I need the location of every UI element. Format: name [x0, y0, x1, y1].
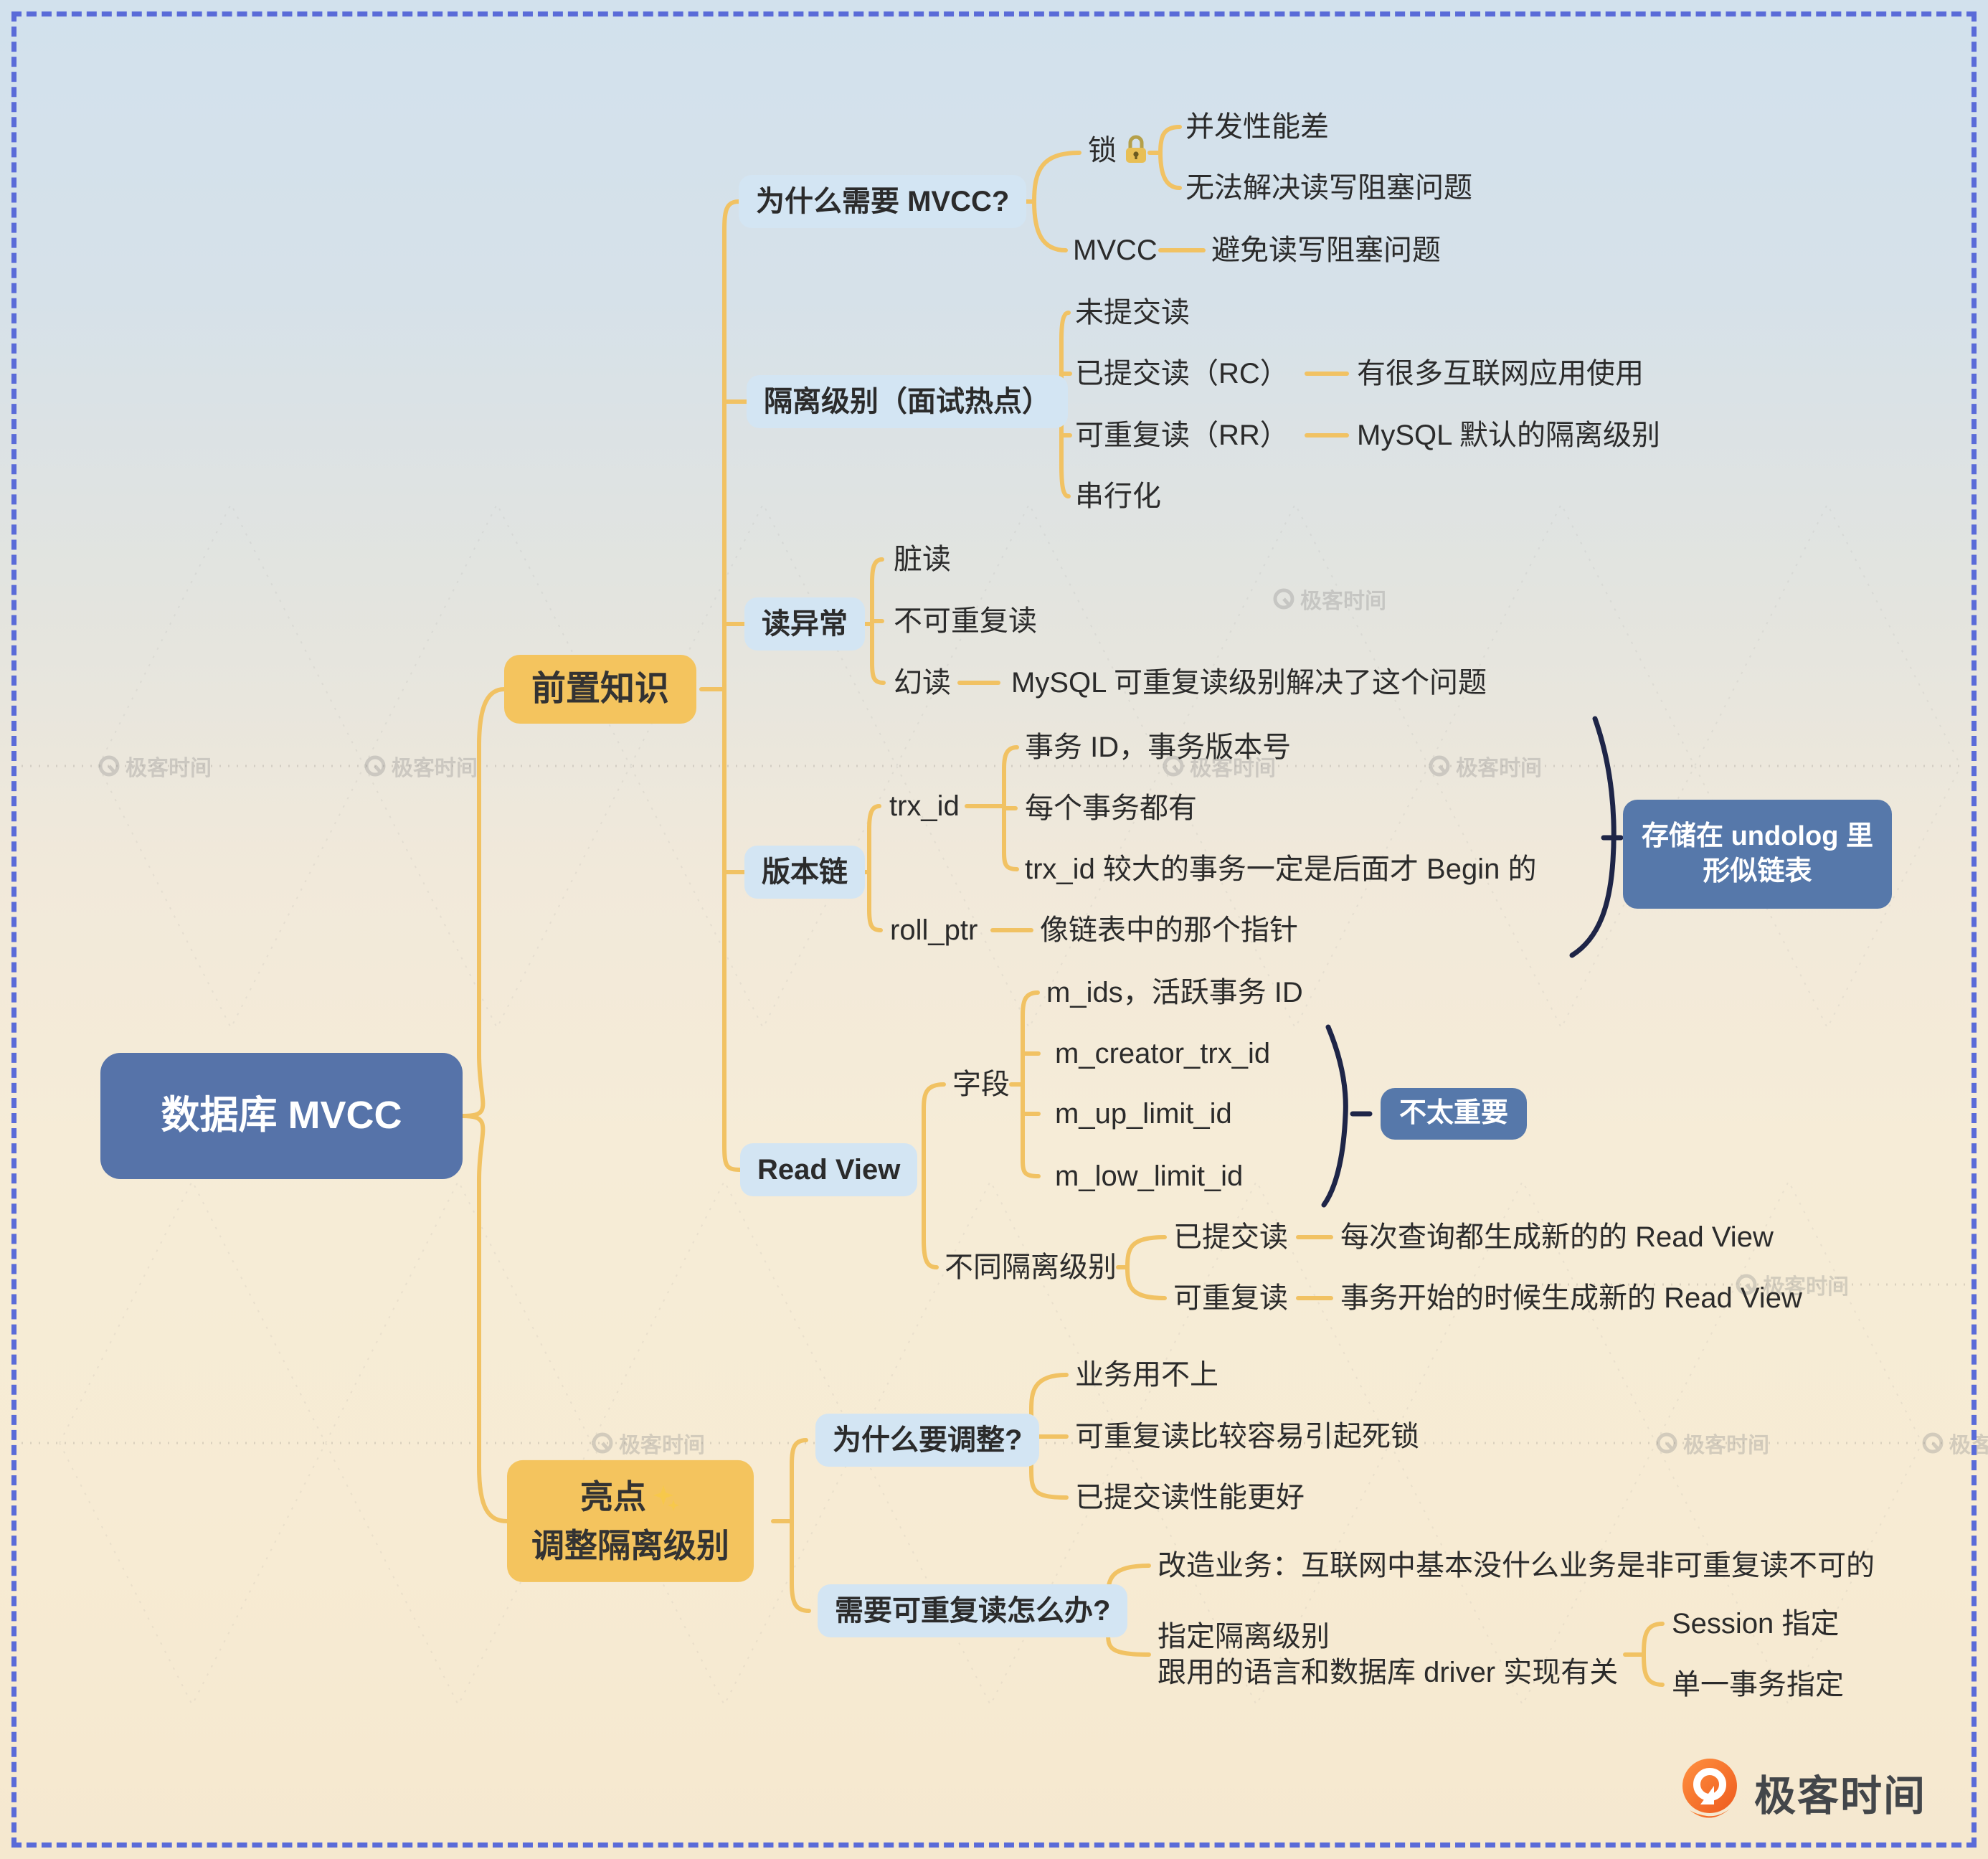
node-rc-readview[interactable]: 已提交读 — [1173, 1221, 1288, 1253]
watermark: 极客时间 — [1656, 1427, 1769, 1459]
note-not-important[interactable]: 不太重要 — [1381, 1088, 1527, 1140]
watermark: 极客时间 — [1429, 750, 1542, 782]
node-roll-ptr[interactable]: roll_ptr — [890, 914, 978, 946]
node-m-low-limit-id[interactable]: m_low_limit_id — [1055, 1160, 1244, 1192]
watermark: 极客时间 — [98, 750, 212, 782]
node-trx-note-3[interactable]: trx_id 较大的事务一定是后面才 Begin 的 — [1025, 853, 1537, 885]
node-lock[interactable]: 锁 — [1088, 133, 1150, 173]
node-single-transaction-specify[interactable]: 单一事务指定 — [1672, 1669, 1844, 1700]
node-trx-note-2[interactable]: 每个事务都有 — [1025, 793, 1197, 824]
node-non-repeatable-read[interactable]: 不可重复读 — [894, 605, 1037, 637]
node-m-ids[interactable]: m_ids，活跃事务 ID — [1046, 977, 1303, 1008]
branch-prerequisite-knowledge[interactable]: 前置知识 — [504, 655, 697, 724]
node-trx-id[interactable]: trx_id — [889, 790, 960, 822]
node-read-view[interactable]: Read View — [740, 1143, 918, 1196]
node-dirty-read[interactable]: 脏读 — [894, 544, 951, 575]
note-stored-in-undolog[interactable]: 存储在 undolog 里 形似链表 — [1623, 800, 1892, 909]
node-rr-readview-note[interactable]: 事务开始的时候生成新的 Read View — [1340, 1282, 1802, 1314]
node-read-uncommitted[interactable]: 未提交读 — [1075, 297, 1190, 328]
watermark: 极客时间 — [1922, 1427, 1988, 1459]
node-need-repeatable-read[interactable]: 需要可重复读怎么办? — [818, 1584, 1128, 1637]
fields-brace — [1321, 1024, 1348, 1208]
geektime-logo-text: 极客时间 — [1754, 1772, 1927, 1820]
node-rebuild-business[interactable]: 改造业务：互联网中基本没什么业务是非可重复读不可的 — [1158, 1550, 1875, 1581]
watermark: 极客时间 — [364, 750, 478, 782]
node-why-adjust[interactable]: 为什么要调整? — [815, 1414, 1040, 1467]
node-serializable[interactable]: 串行化 — [1075, 481, 1161, 512]
node-repeatable-read[interactable]: 可重复读（RR） — [1075, 420, 1289, 451]
node-phantom-note[interactable]: MySQL 可重复读级别解决了这个问题 — [1011, 667, 1487, 699]
node-poor-concurrency[interactable]: 并发性能差 — [1185, 111, 1329, 143]
node-m-up-limit-id[interactable]: m_up_limit_id — [1055, 1098, 1232, 1130]
node-business-no-need[interactable]: 业务用不上 — [1075, 1359, 1218, 1391]
node-version-chain[interactable]: 版本链 — [744, 846, 865, 899]
node-rr-deadlock[interactable]: 可重复读比较容易引起死锁 — [1075, 1421, 1419, 1452]
node-read-committed[interactable]: 已提交读（RC） — [1075, 358, 1289, 389]
root-node-database-mvcc[interactable]: 数据库 MVCC — [100, 1053, 463, 1179]
node-different-isolation-levels[interactable]: 不同隔离级别 — [945, 1252, 1117, 1283]
sparkles-icon — [652, 1479, 681, 1523]
watermark: 极客时间 — [1736, 1269, 1849, 1300]
node-rr-note[interactable]: MySQL 默认的隔离级别 — [1357, 420, 1660, 451]
node-rr-readview[interactable]: 可重复读 — [1173, 1282, 1288, 1314]
node-rc-better-performance[interactable]: 已提交读性能更好 — [1075, 1482, 1305, 1513]
node-trx-note-1[interactable]: 事务 ID，事务版本号 — [1025, 732, 1292, 763]
node-rc-readview-note[interactable]: 每次查询都生成新的的 Read View — [1340, 1221, 1774, 1253]
node-rw-blocking-unsolved[interactable]: 无法解决读写阻塞问题 — [1185, 172, 1472, 204]
geektime-logo-icon — [1677, 1757, 1743, 1827]
node-specify-isolation-level[interactable]: 指定隔离级别 跟用的语言和数据库 driver 实现有关 — [1158, 1621, 1619, 1688]
node-m-creator-trx-id[interactable]: m_creator_trx_id — [1055, 1038, 1271, 1069]
lock-icon — [1122, 134, 1150, 173]
node-fields[interactable]: 字段 — [952, 1069, 1010, 1100]
node-session-specify[interactable]: Session 指定 — [1672, 1608, 1840, 1640]
node-avoid-rw-blocking[interactable]: 避免读写阻塞问题 — [1211, 235, 1441, 266]
watermark: 极客时间 — [1273, 583, 1386, 615]
watermark: 极客时间 — [592, 1427, 705, 1459]
node-isolation-levels[interactable]: 隔离级别（面试热点） — [747, 375, 1068, 428]
version-chain-brace — [1569, 716, 1617, 958]
node-roll-ptr-note[interactable]: 像链表中的那个指针 — [1040, 914, 1298, 946]
node-read-anomaly[interactable]: 读异常 — [744, 597, 865, 651]
node-phantom-read[interactable]: 幻读 — [894, 667, 951, 699]
watermark: 极客时间 — [1163, 750, 1276, 782]
node-why-need-mvcc[interactable]: 为什么需要 MVCC? — [739, 175, 1027, 228]
node-mvcc[interactable]: MVCC — [1073, 235, 1158, 266]
branch-highlight-adjust-isolation[interactable]: 亮点 调整隔离级别 — [507, 1460, 754, 1583]
node-rc-note[interactable]: 有很多互联网应用使用 — [1357, 358, 1644, 389]
geektime-logo: 极客时间 — [1677, 1757, 1926, 1827]
